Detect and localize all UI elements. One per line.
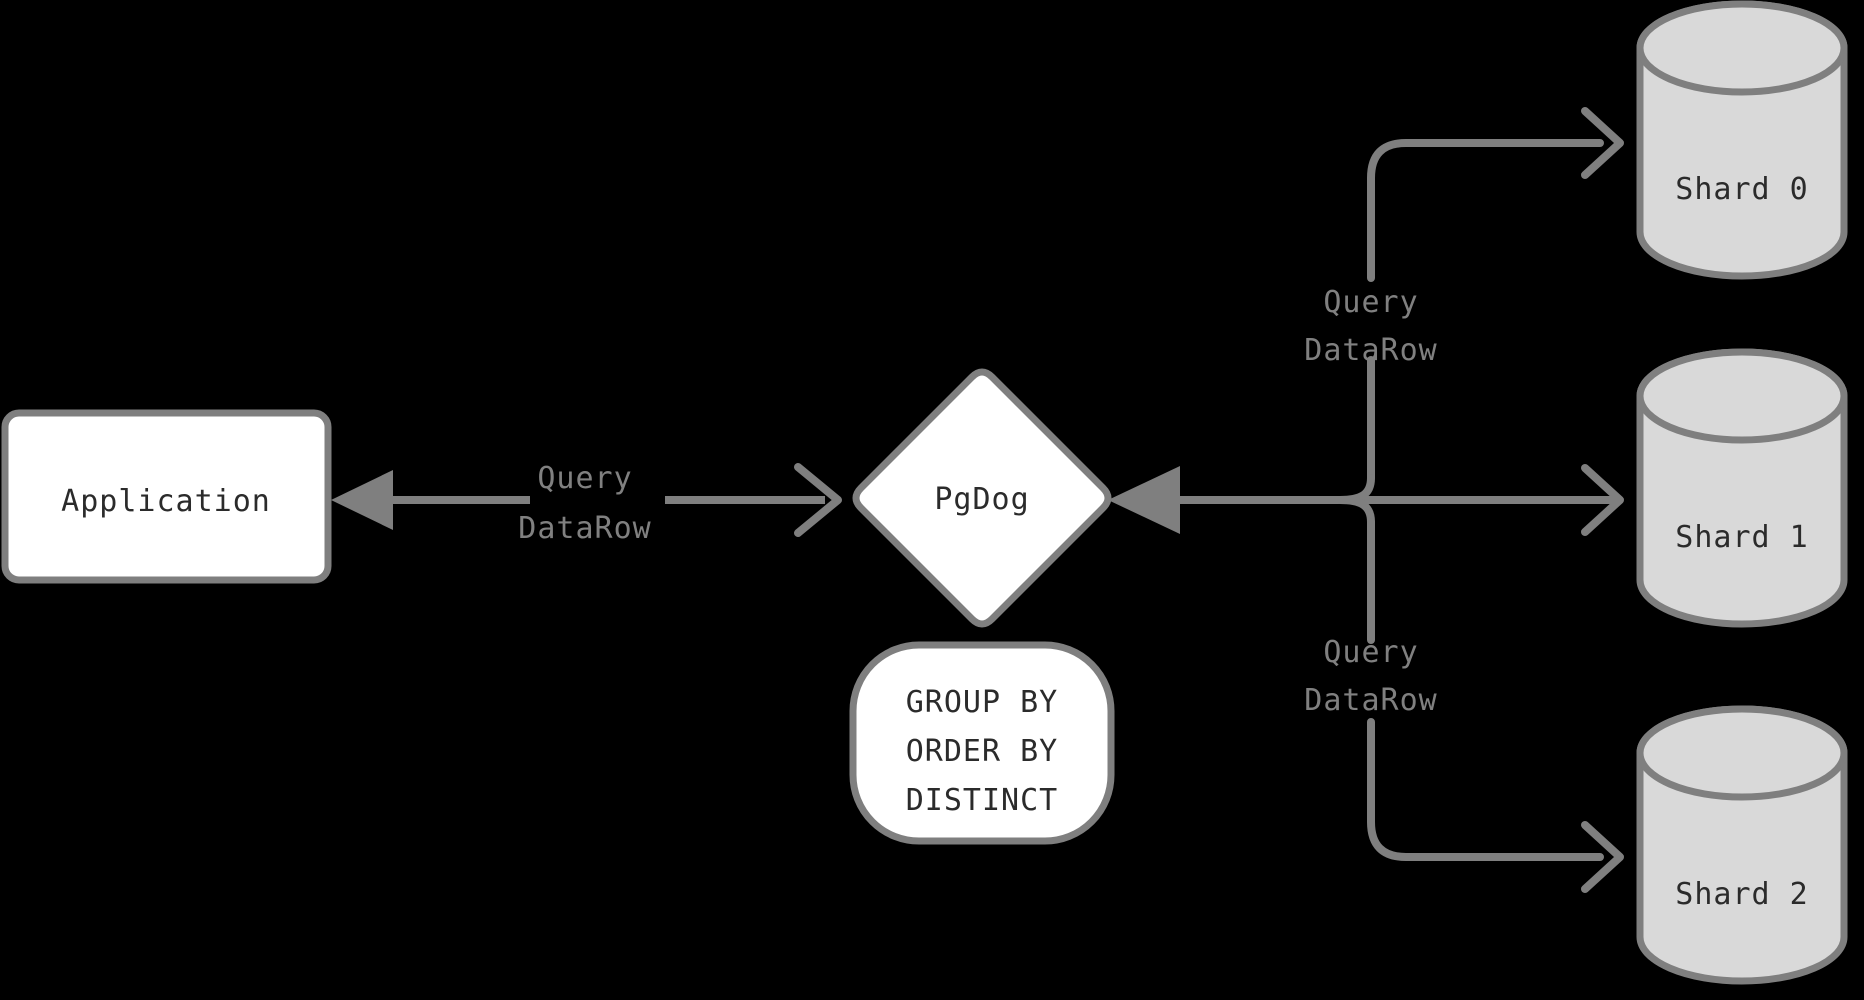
edge-pgdog-to-shard-2 bbox=[1367, 718, 1624, 893]
edge-pgdog-to-shard-0 bbox=[1367, 107, 1624, 282]
shard-2-label: Shard 2 bbox=[1675, 877, 1808, 912]
edge-pgdog-to-application bbox=[331, 470, 530, 530]
shard-0-top-ellipse bbox=[1636, 0, 1848, 96]
arrowhead-solid-to-pgdog bbox=[1108, 466, 1180, 534]
arrowhead-solid-to-application bbox=[331, 470, 393, 530]
edge-pgdog-to-shard-1 bbox=[1371, 464, 1624, 536]
edge-label-left-line1: Query bbox=[537, 461, 632, 496]
shard-1-top-ellipse bbox=[1636, 348, 1848, 444]
node-shard-1[interactable]: Shard 1 bbox=[1636, 348, 1848, 628]
edge-application-to-pgdog bbox=[665, 463, 842, 537]
edge-label-right-bottom-line1: Query bbox=[1323, 635, 1418, 670]
shard-2-top-ellipse bbox=[1636, 705, 1848, 801]
edge-line-pgdog-to-shard-0 bbox=[1367, 139, 1604, 282]
arrowhead-open-to-pgdog bbox=[794, 463, 842, 537]
edge-label-right-top-line2: DataRow bbox=[1304, 333, 1437, 368]
edge-label-right-bottom-line2: DataRow bbox=[1304, 683, 1437, 718]
operations-line-1: GROUP BY bbox=[906, 685, 1059, 720]
arrowhead-open-to-shard-2 bbox=[1581, 821, 1624, 893]
node-shard-2[interactable]: Shard 2 bbox=[1636, 705, 1848, 985]
edge-label-right-bottom: Query DataRow bbox=[1304, 635, 1437, 718]
edge-label-left-line2: DataRow bbox=[518, 511, 651, 546]
pgdog-diamond[interactable] bbox=[852, 368, 1112, 628]
edge-label-right-top: Query DataRow bbox=[1304, 285, 1437, 368]
node-operations[interactable]: GROUP BY ORDER BY DISTINCT bbox=[849, 641, 1115, 845]
operations-line-3: DISTINCT bbox=[906, 783, 1059, 818]
application-label: Application bbox=[61, 484, 271, 519]
pgdog-label: PgDog bbox=[934, 482, 1029, 517]
arrowhead-open-to-shard-0 bbox=[1581, 107, 1624, 179]
application-box[interactable] bbox=[1, 409, 332, 584]
operations-box[interactable] bbox=[849, 641, 1115, 845]
node-shard-0[interactable]: Shard 0 bbox=[1636, 0, 1848, 280]
edge-line-pgdog-to-shard-2 bbox=[1367, 718, 1604, 861]
edge-junction-curve-bottom bbox=[1336, 496, 1375, 526]
operations-line-2: ORDER BY bbox=[906, 734, 1059, 769]
shard-0-label: Shard 0 bbox=[1675, 172, 1808, 207]
edge-label-right-top-line1: Query bbox=[1323, 285, 1418, 320]
arrowhead-open-to-shard-1 bbox=[1581, 464, 1624, 536]
shard-1-label: Shard 1 bbox=[1675, 520, 1808, 555]
edge-label-left: Query DataRow bbox=[518, 461, 651, 546]
node-pgdog[interactable]: PgDog bbox=[852, 368, 1112, 628]
node-application[interactable]: Application bbox=[1, 409, 332, 584]
